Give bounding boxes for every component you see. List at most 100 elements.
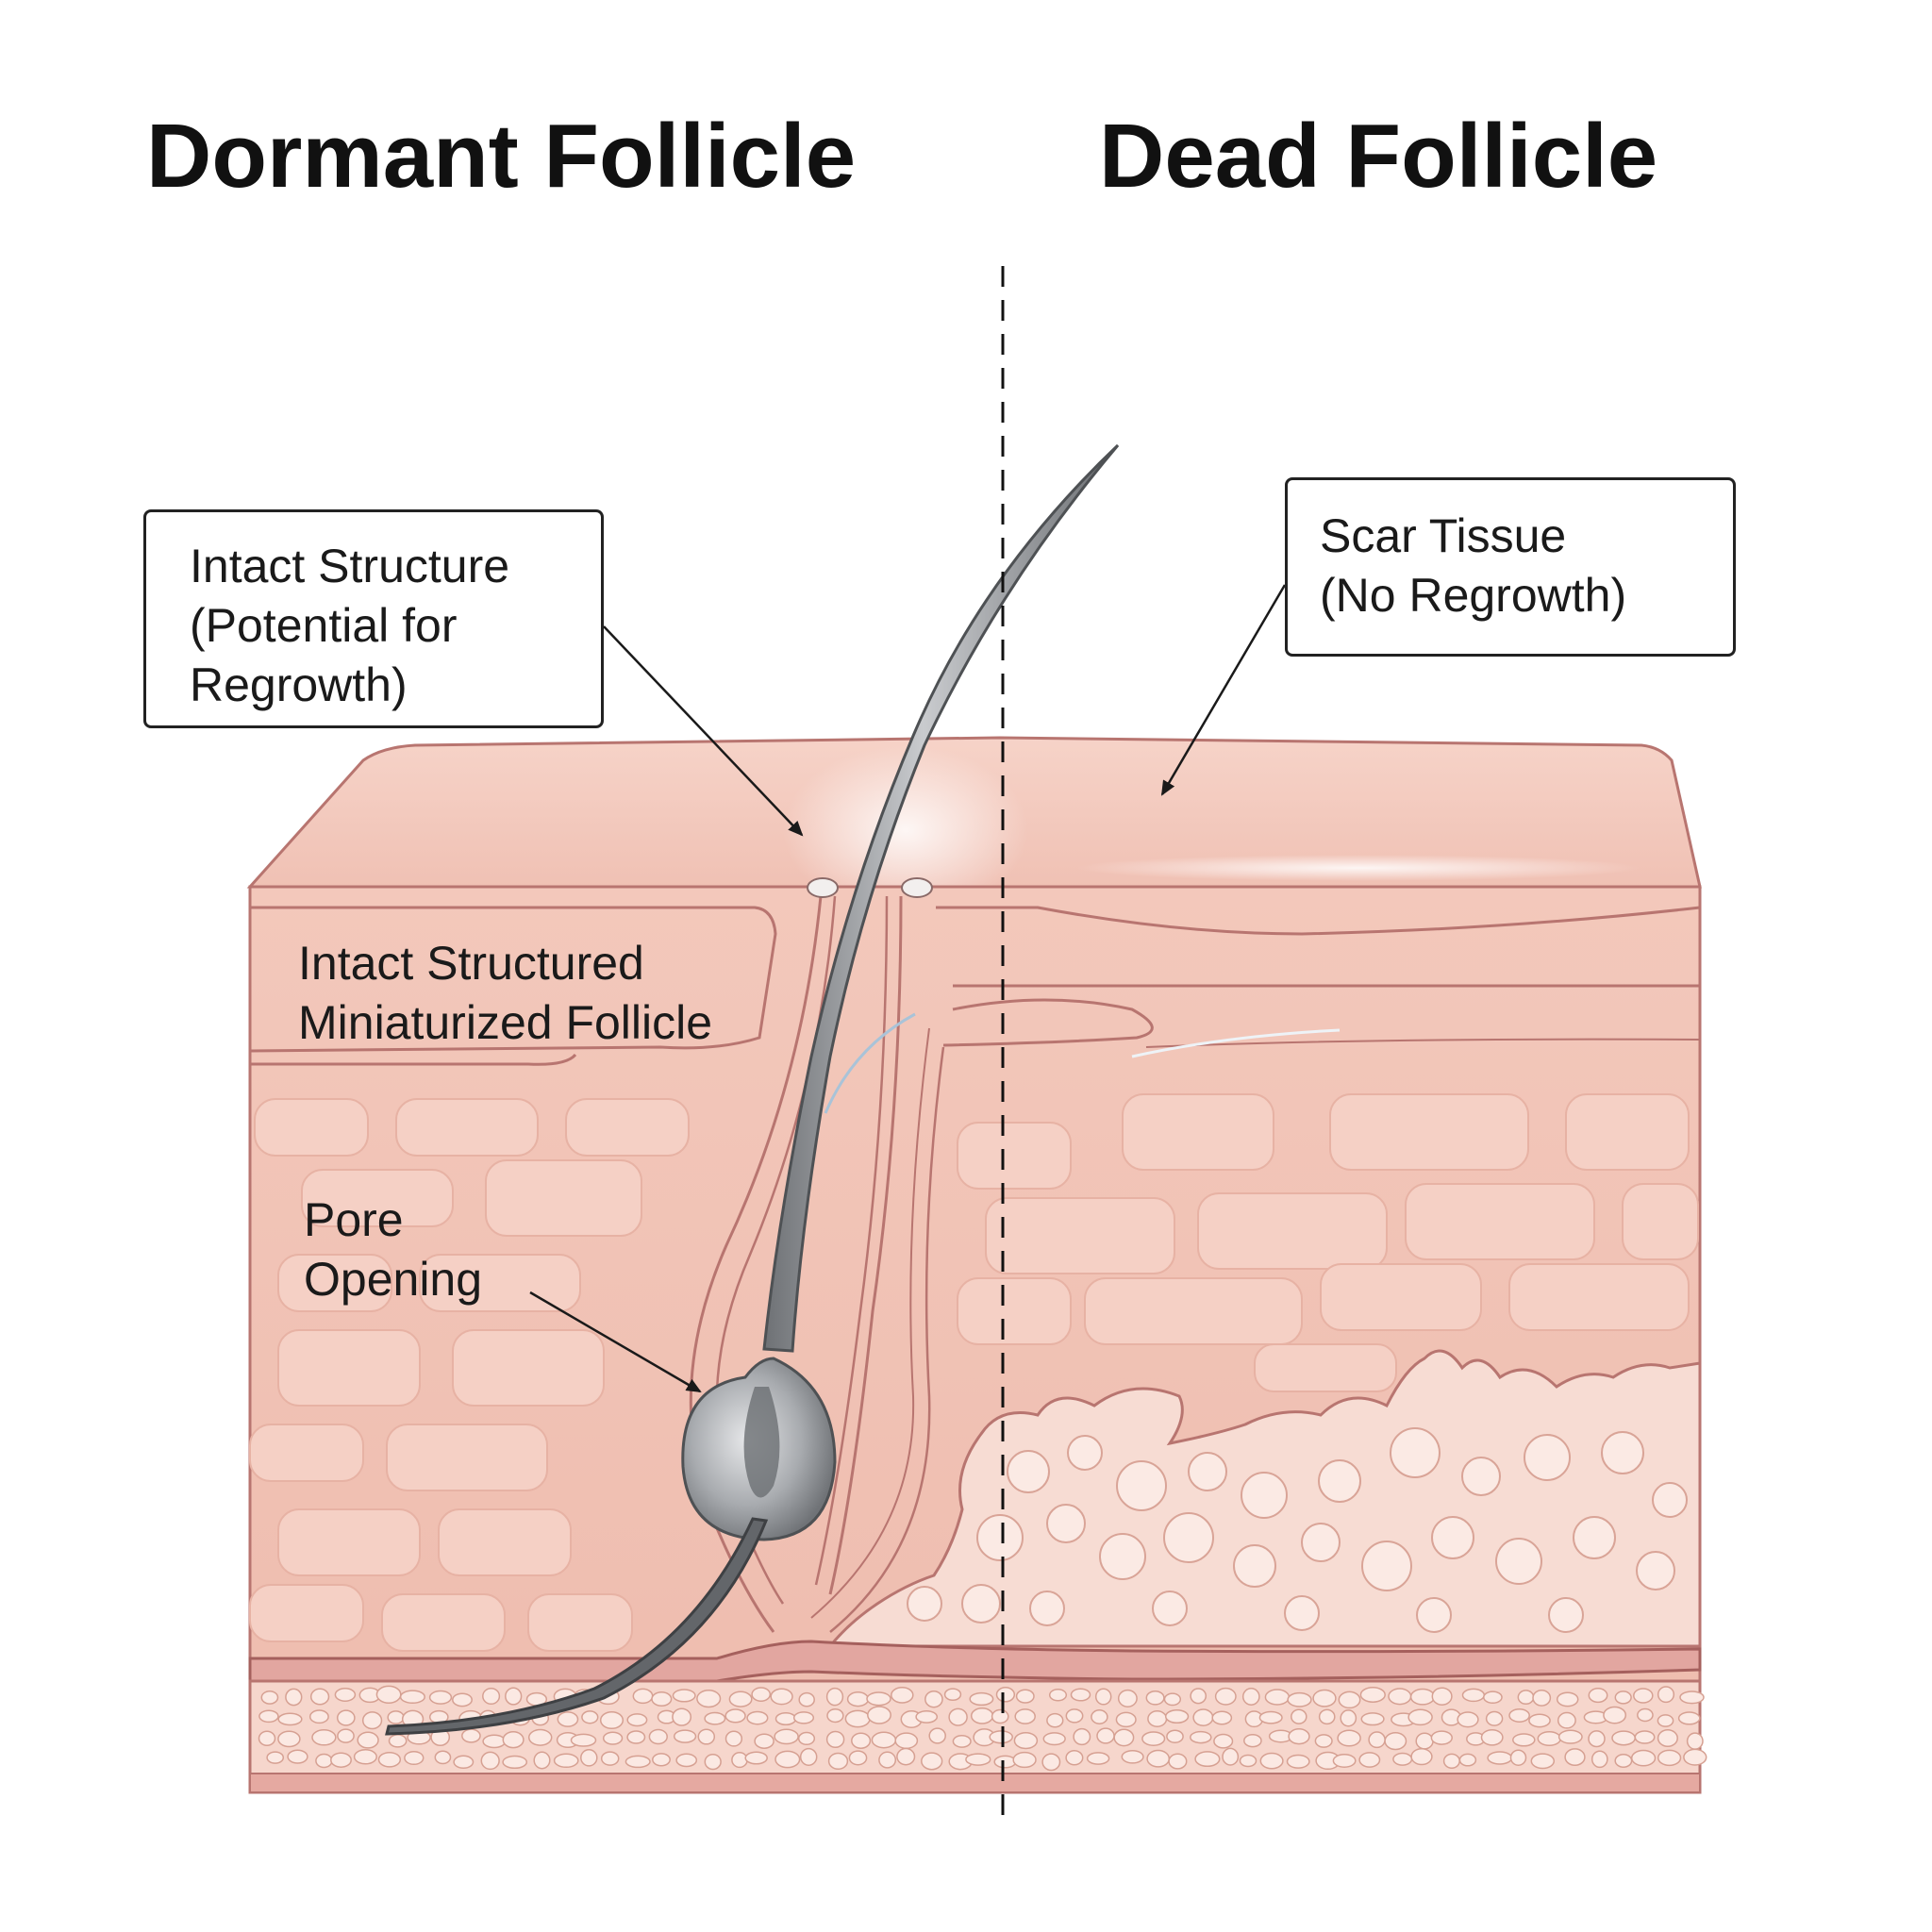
fat-cell (1113, 1728, 1135, 1747)
fat-cell (1614, 1754, 1633, 1768)
fat-cell (792, 1711, 815, 1724)
dermis-cells-left (249, 1098, 690, 1652)
fat-cell (1461, 1688, 1486, 1703)
fat-cell (1163, 1692, 1182, 1707)
dermis-cells-right (957, 1093, 1699, 1392)
fat-cell (505, 1687, 523, 1706)
fat-cell (557, 1711, 579, 1727)
fat-cell (260, 1690, 279, 1705)
fat-cell (1442, 1753, 1460, 1769)
fat-cell (337, 1728, 355, 1743)
vellus-hair-2 (1131, 1028, 1341, 1058)
fat-cell (580, 1748, 598, 1767)
fat-cell (1532, 1689, 1552, 1707)
fat-cell (1340, 1709, 1357, 1727)
fat-cell (1603, 1706, 1627, 1724)
fat-cell (361, 1711, 383, 1730)
fat-cell (1013, 1731, 1039, 1750)
fat-cell (1141, 1731, 1166, 1746)
fat-cell (258, 1730, 276, 1747)
follicle-sheath-inner-right (814, 895, 889, 1586)
fat-cell (502, 1755, 528, 1770)
fat-cell (1145, 1690, 1165, 1706)
fat-cell (1094, 1688, 1112, 1706)
fat-cell (1557, 1729, 1583, 1744)
fat-cell (724, 1708, 746, 1724)
fat-cell (1014, 1708, 1036, 1724)
arrow-scar-tissue (1160, 584, 1287, 796)
fat-cell (1634, 1730, 1656, 1744)
fat-cell (600, 1751, 620, 1766)
follicle-sheath-far-right (829, 1046, 945, 1633)
fat-cell (404, 1750, 425, 1766)
fat-cell (1146, 1749, 1171, 1768)
fat-cell (672, 1689, 696, 1703)
fat-cell (1115, 1711, 1137, 1728)
fat-cell (1630, 1749, 1657, 1767)
fat-cell (774, 1728, 799, 1745)
fat-cell (266, 1751, 285, 1764)
callout-line: Scar Tissue (1320, 509, 1567, 562)
fat-cell (277, 1712, 303, 1726)
fat-cell (1264, 1689, 1291, 1706)
fat-cell (825, 1687, 844, 1707)
fat-cell (1337, 1729, 1361, 1747)
fat-cell (1213, 1733, 1234, 1749)
fat-cell (1415, 1732, 1434, 1750)
fat-cell (675, 1753, 698, 1768)
fat-cell (1258, 1710, 1283, 1724)
fat-cell (387, 1710, 405, 1724)
fat-cell (334, 1688, 357, 1702)
fat-cell (827, 1752, 849, 1771)
fat-cell (844, 1709, 871, 1728)
fat-cell (533, 1751, 551, 1770)
fat-cell (704, 1753, 722, 1771)
fat-bottom-band (249, 1773, 1701, 1793)
fat-cell (770, 1688, 793, 1706)
fat-cell (1338, 1690, 1361, 1709)
fat-cell (1041, 1753, 1061, 1772)
fat-cell (1591, 1750, 1608, 1769)
fat-cell (1384, 1731, 1407, 1751)
fat-cell (993, 1755, 1017, 1769)
fat-cell (928, 1727, 946, 1744)
fat-cell (1288, 1728, 1310, 1745)
fat-cell (704, 1711, 726, 1725)
fat-cell (258, 1709, 279, 1724)
fat-cell (1291, 1708, 1307, 1724)
fat-cell (1457, 1711, 1479, 1728)
fat-cell (891, 1687, 914, 1704)
fat-cell (330, 1752, 352, 1768)
fat-cell (1190, 1688, 1208, 1705)
fat-cell (581, 1710, 599, 1724)
fat-cell (553, 1753, 579, 1769)
fat-cell (1657, 1686, 1675, 1704)
fat-cell (1683, 1748, 1707, 1766)
fat-cell (728, 1690, 753, 1707)
fat-cell (625, 1755, 651, 1769)
fat-cell (1070, 1688, 1091, 1702)
fat-cell (502, 1731, 525, 1749)
fat-cell (648, 1728, 668, 1745)
label-miniaturized-follicle: Intact Structured Miniaturized Follicle (298, 934, 712, 1053)
fat-cell (1214, 1687, 1237, 1706)
fat-cell (461, 1728, 481, 1743)
title-dead-follicle: Dead Follicle (1099, 106, 1658, 207)
fat-cell (1318, 1708, 1336, 1725)
fat-cell (1528, 1713, 1551, 1728)
fat-cell (1239, 1754, 1257, 1768)
label-line: Miniaturized Follicle (298, 996, 713, 1049)
callout-line: (Potential for (190, 599, 458, 652)
fat-cell (848, 1750, 868, 1766)
fat-cell (1314, 1734, 1333, 1748)
fat-cell (1588, 1688, 1608, 1704)
fat-cell (943, 1688, 962, 1702)
fat-cell (1065, 1708, 1084, 1724)
fat-cell (602, 1731, 624, 1745)
fat-cell (652, 1753, 671, 1767)
dermis-line-right-2 (1145, 1038, 1701, 1048)
hair-shaft (762, 443, 1120, 1353)
fat-cell (377, 1751, 402, 1768)
fat-cell (751, 1687, 772, 1702)
fat-cell (1392, 1752, 1413, 1766)
